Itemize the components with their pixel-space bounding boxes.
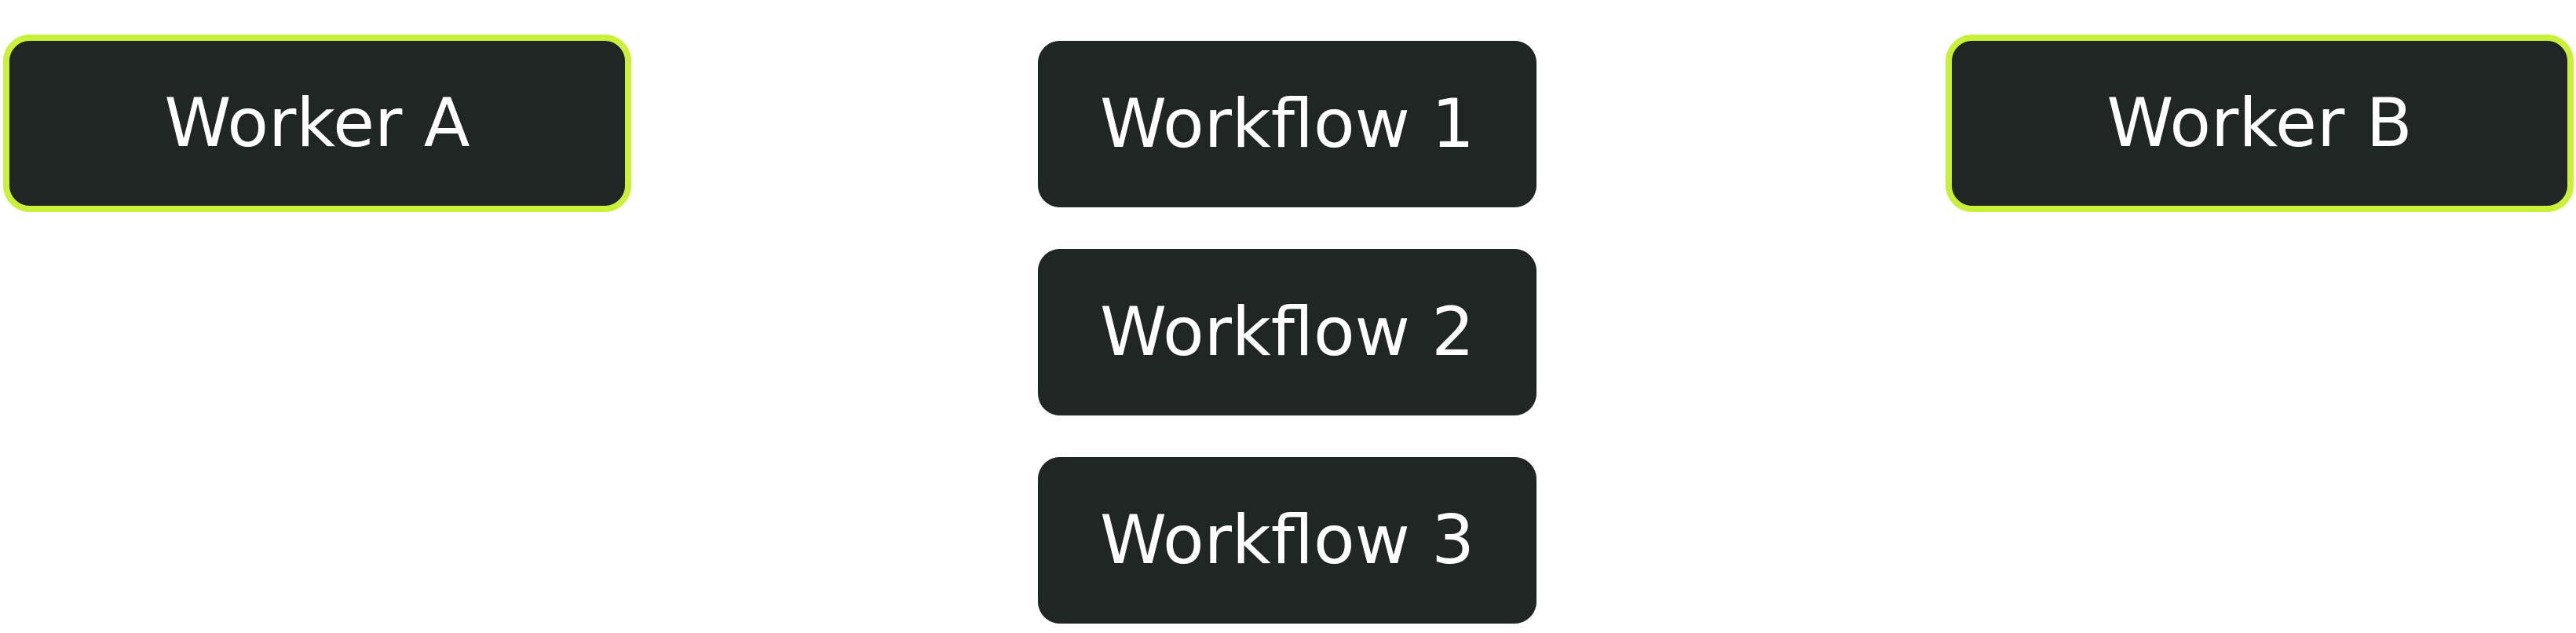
workflow-2-node: Workflow 2 <box>1038 249 1536 415</box>
worker-b-node: Worker B <box>1946 35 2574 212</box>
worker-a-label: Worker A <box>164 84 470 163</box>
workflow-1-node: Workflow 1 <box>1038 41 1536 207</box>
workflow-2-label: Workflow 2 <box>1100 293 1474 371</box>
worker-a-node: Worker A <box>3 35 631 212</box>
workflow-1-label: Workflow 1 <box>1100 85 1474 163</box>
worker-b-label: Worker B <box>2106 84 2413 163</box>
workflow-3-node: Workflow 3 <box>1038 457 1536 624</box>
workflow-3-label: Workflow 3 <box>1100 501 1474 580</box>
